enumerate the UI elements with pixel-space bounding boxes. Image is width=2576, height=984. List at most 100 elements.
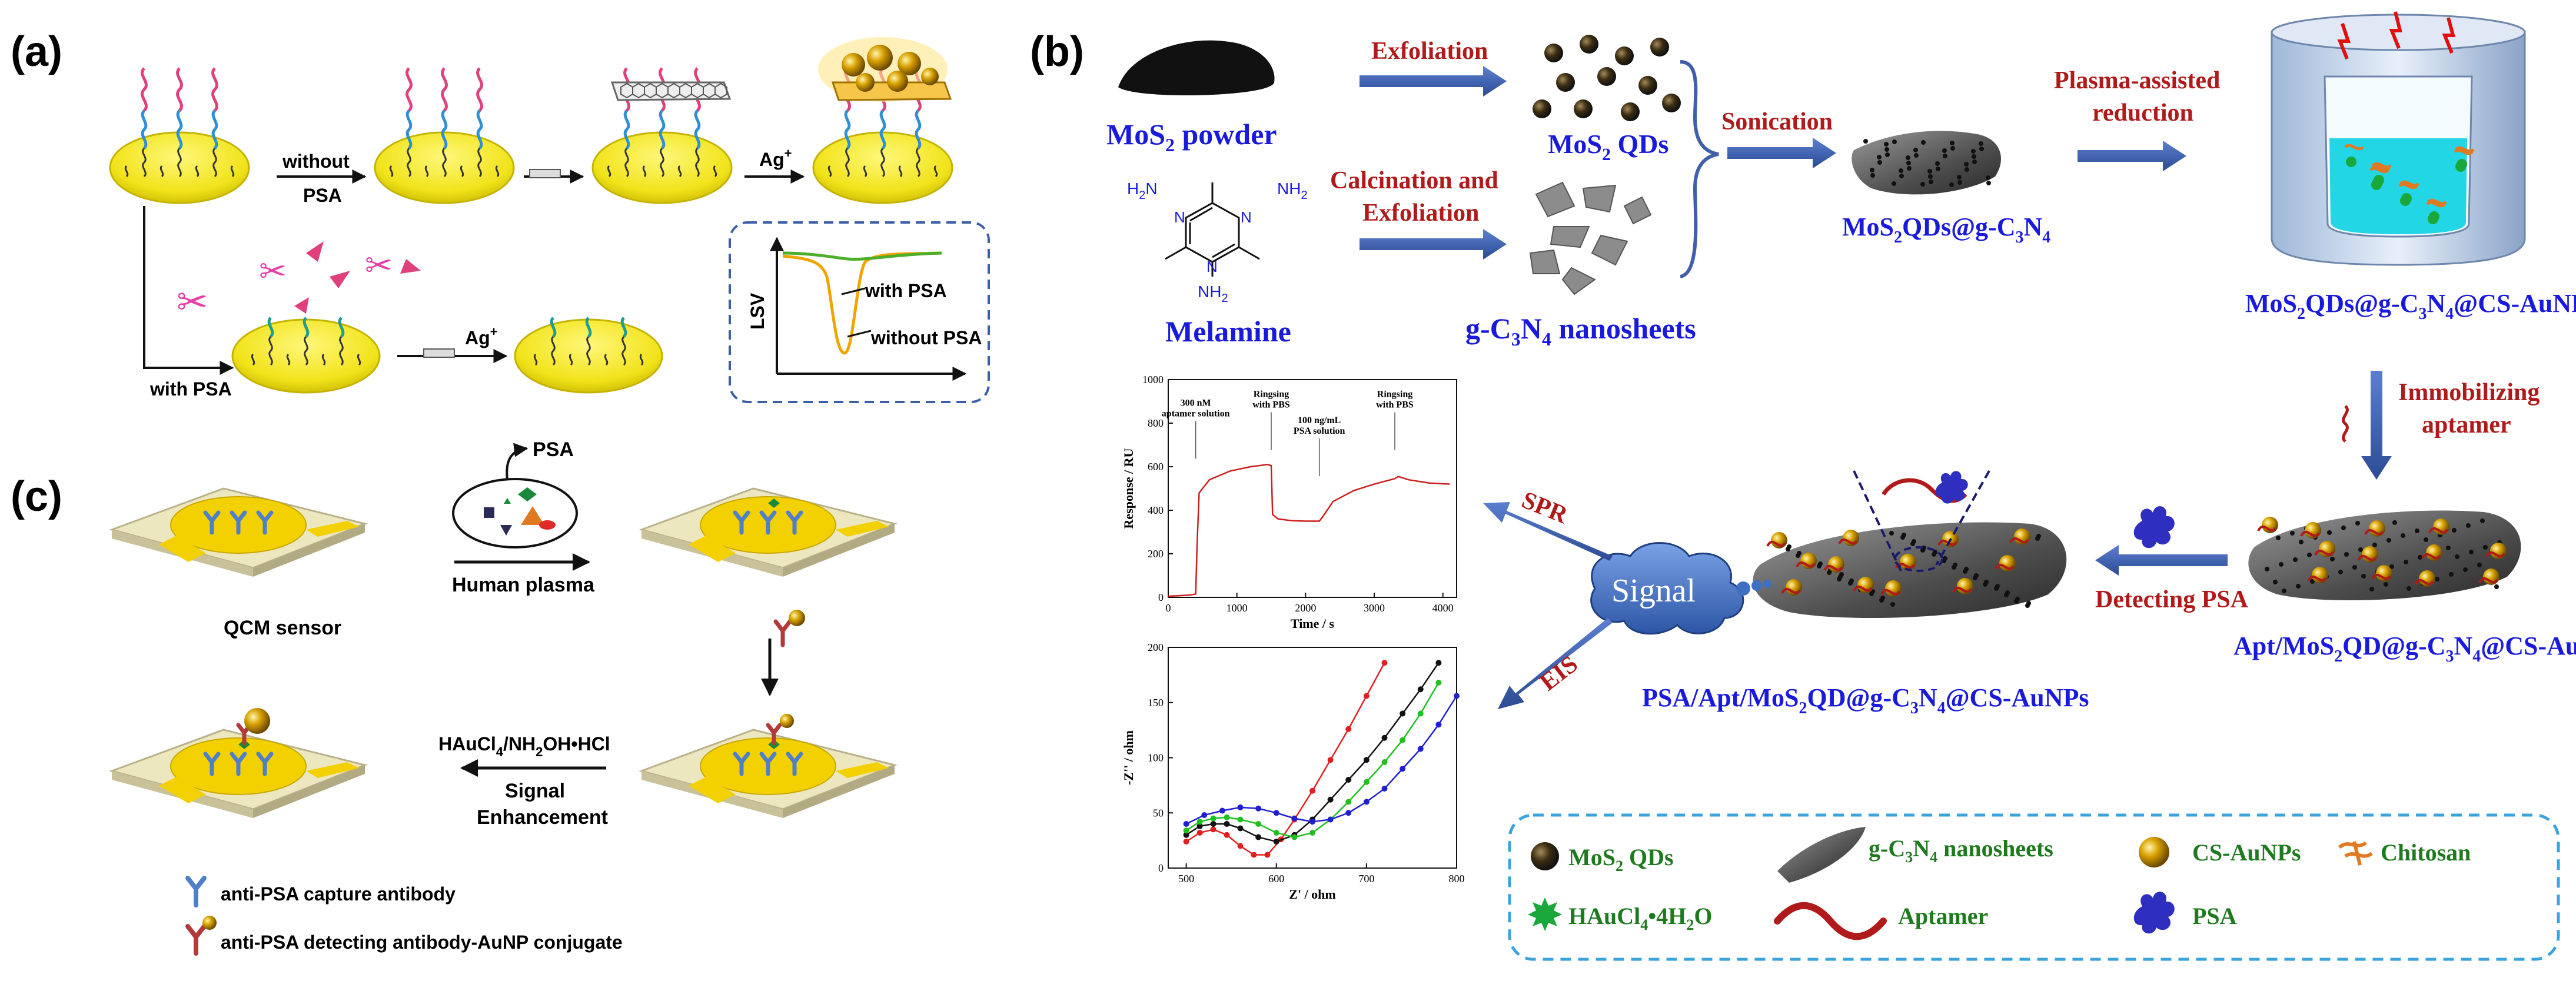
panel-b: (b) MoS2 powder Exfoliation MoS2 QDs H2N… [1030, 11, 2576, 961]
x-tick-label: 800 [1449, 873, 1465, 885]
with-psa-label: with PSA [149, 378, 232, 400]
psa-molecule-icon [2133, 506, 2175, 548]
psa-antigen-icon [768, 498, 780, 508]
detecting-psa-label: Detecting PSA [2095, 586, 2249, 613]
data-point [1224, 821, 1230, 827]
series-line-3 [1186, 695, 1458, 825]
svg-text:✂: ✂ [259, 252, 287, 290]
eis-label: EIS [1535, 650, 1583, 696]
legend-box: MoS2 QDs g-C3N4 nanosheets CS-AuNPs Chit… [1508, 813, 2560, 961]
plasma-label-1: Plasma-assisted [2054, 67, 2220, 94]
data-point [1224, 832, 1230, 838]
signal-label: Signal [1611, 573, 1696, 609]
mos2-powder-label: MoS2 powder [1106, 118, 1277, 155]
data-point [1327, 757, 1334, 763]
capture-antibody-legend: anti-PSA capture antibody [221, 883, 456, 905]
data-point [1196, 819, 1203, 825]
capture-antibody-icon [256, 752, 274, 776]
cut-aptamer-strand [620, 317, 627, 366]
legend-mos2-qds: MoS2 QDs [1568, 844, 1674, 875]
capture-antibody-icon [230, 752, 247, 776]
capture-antibody-icon [786, 510, 803, 535]
panel-c: (c) QCM sensor PSA Human plasma HAuCl4/N… [11, 438, 898, 956]
haucl4-legend-icon [1528, 897, 1562, 931]
mos2qds-gc3n4-sheet-icon [1852, 131, 2001, 195]
apt-sheet-icon [2248, 510, 2521, 600]
y-tick-label: 200 [1148, 548, 1164, 560]
arrow-with-psa [143, 206, 234, 375]
nanosheet-legend-icon [1777, 827, 1866, 883]
svg-text:✂: ✂ [365, 247, 393, 284]
data-point [1417, 746, 1424, 752]
panel-a-label: (a) [11, 28, 62, 75]
silver-ion-label-1: Ag+ [759, 146, 792, 170]
data-point [1381, 660, 1388, 666]
melamine-nh2-top: H2N [1127, 179, 1158, 202]
melamine-n-atom-2: N [1174, 208, 1185, 226]
data-point [1345, 810, 1352, 816]
data-point [1264, 852, 1271, 858]
data-point [1219, 807, 1225, 814]
data-point [1183, 827, 1189, 834]
plasma-reduction-arrow [2078, 141, 2186, 171]
aptamer-strand [441, 67, 448, 178]
data-point [1255, 805, 1262, 812]
data-point [1363, 693, 1370, 699]
svg-text:✂: ✂ [177, 281, 208, 323]
aptamer-strand [141, 67, 148, 178]
panel-c-label: (c) [11, 473, 62, 520]
qcm-sensor-plate [639, 487, 898, 577]
data-point [1183, 832, 1189, 838]
signal-enhancement-label-1: Signal [505, 780, 565, 802]
aptamer-legend-icon [1774, 902, 1887, 940]
series-line-0 [1185, 662, 1385, 856]
panel-b-label: (b) [1030, 28, 1084, 75]
x-tick-label: 3000 [1364, 602, 1385, 614]
data-point [1417, 686, 1424, 693]
data-point [1291, 834, 1298, 840]
detecting-antibody-icon [773, 610, 805, 647]
y-tick-label: 50 [1153, 807, 1164, 819]
y-tick-label: 800 [1148, 417, 1164, 429]
capture-antibody-icon [733, 752, 750, 776]
x-tick-label: 500 [1178, 873, 1194, 885]
series-line-1 [1185, 662, 1440, 843]
aptamer-strand [476, 67, 483, 178]
lsv-without-psa-curve [782, 251, 942, 355]
aptamer-strand [405, 67, 413, 178]
data-point [1327, 796, 1334, 803]
calcination-arrow [1360, 229, 1507, 260]
y-tick-label: 1000 [1142, 374, 1164, 385]
g-c3n4-nanosheets-label: g-C3N4 nanosheets [1465, 312, 1696, 350]
x-axis-label: Time / s [1291, 616, 1335, 631]
lsv-inset: LSV with PSA without PSA [729, 221, 990, 403]
sonication-arrow [1727, 138, 1836, 168]
panel-a: (a) [11, 28, 990, 403]
x-tick-label: 4000 [1432, 602, 1454, 614]
qcm-sensor-plate [109, 708, 368, 818]
lsv-legend-with: with PSA [865, 280, 947, 301]
graphene-add-icon-2 [397, 348, 508, 363]
x-tick-label: 2000 [1295, 602, 1316, 614]
legend-psa: PSA [2192, 903, 2237, 929]
cs-aunps-legend-icon [2139, 837, 2169, 867]
data-point [1435, 680, 1442, 686]
y-tick-label: 150 [1148, 697, 1164, 709]
data-point [1381, 786, 1388, 792]
data-point [1345, 726, 1352, 732]
eis-arrow [1498, 618, 1613, 709]
immobilizing-aptamer-arrow [2361, 371, 2392, 480]
without-psa-label-2: PSA [303, 185, 342, 206]
exfoliation-arrow [1360, 66, 1507, 97]
plot-frame [1168, 379, 1457, 598]
data-point [1224, 814, 1230, 820]
data-point [1363, 757, 1370, 763]
data-point [1435, 660, 1442, 666]
data-point [1196, 830, 1203, 836]
x-tick-label: 700 [1358, 873, 1374, 885]
human-plasma-sample [452, 478, 578, 548]
